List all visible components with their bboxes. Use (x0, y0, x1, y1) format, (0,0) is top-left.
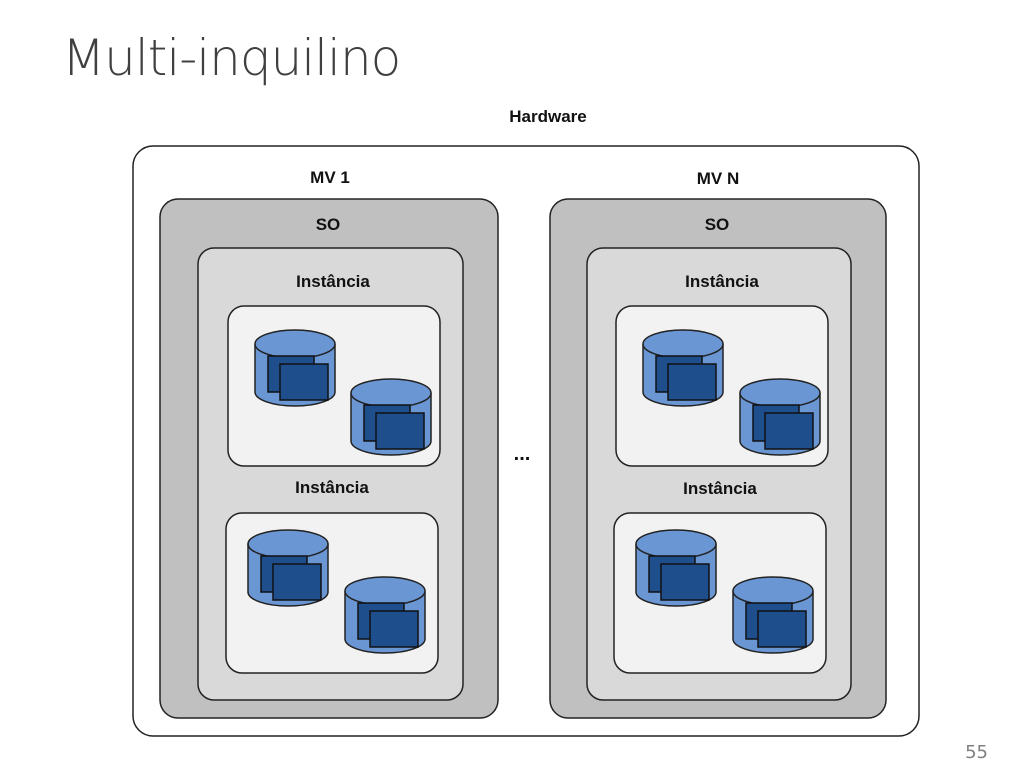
instance-label: Instância (683, 479, 757, 498)
vm-label: MV N (697, 169, 740, 188)
so-label: SO (705, 215, 730, 234)
database-icon (732, 576, 814, 654)
database-icon (254, 329, 336, 407)
database-icon (344, 576, 426, 654)
vm-n: MV N SO Instância Instância (549, 169, 887, 719)
instance-label: Instância (685, 272, 759, 291)
instance-label: Instância (295, 478, 369, 497)
slide-title: Multi-inquilino (62, 29, 401, 87)
ellipsis: ... (514, 443, 531, 465)
database-icon (350, 378, 432, 456)
vm-label: MV 1 (310, 168, 350, 187)
instance-label: Instância (296, 272, 370, 291)
so-label: SO (316, 215, 341, 234)
vm-1: MV 1 SO Instância Instância (159, 168, 499, 719)
database-icon (247, 529, 329, 607)
database-icon (739, 378, 821, 456)
database-icon (635, 529, 717, 607)
page-number: 55 (965, 742, 988, 763)
database-icon (642, 329, 724, 407)
hardware-label: Hardware (509, 107, 586, 126)
